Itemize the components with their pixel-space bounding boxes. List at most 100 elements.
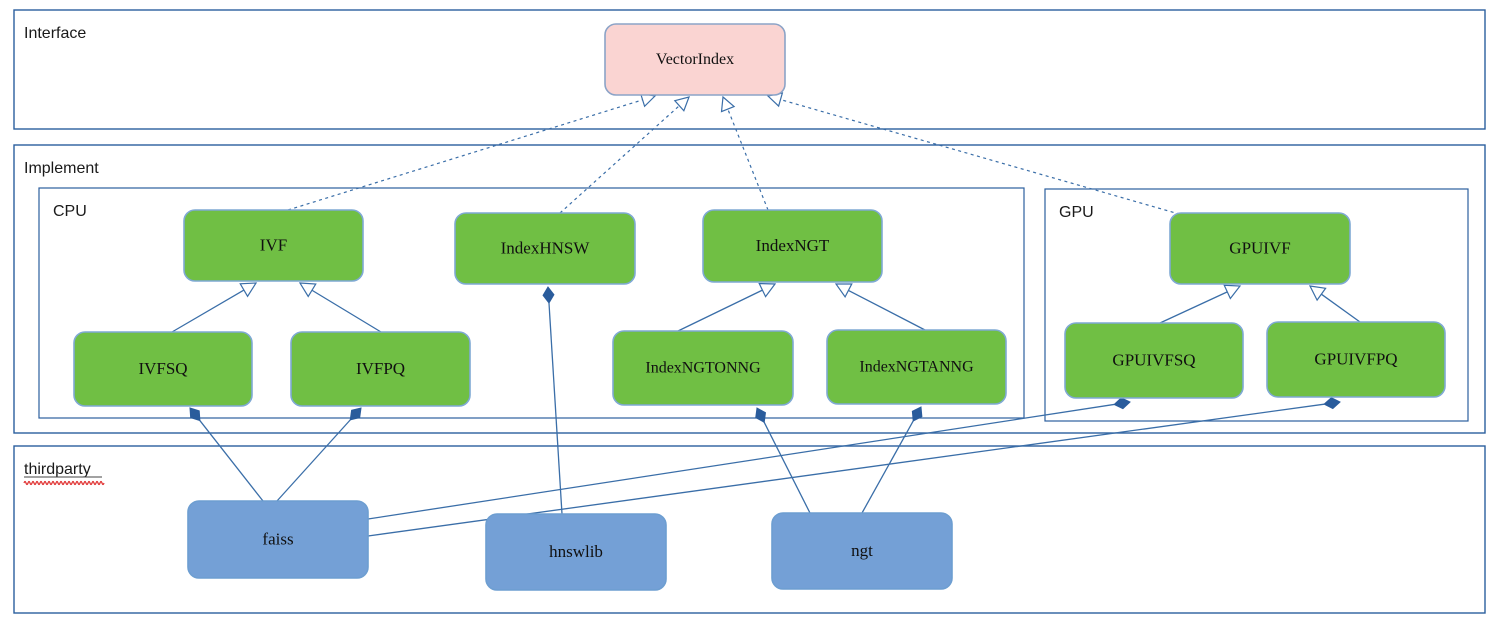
node-gpuivf[interactable]: GPUIVF (1169, 212, 1351, 285)
edge-line-ngt-indexngtonng (763, 421, 811, 514)
edge-line-hnswlib-indexhnsw (548, 302, 563, 515)
node-box-faiss[interactable] (187, 500, 369, 579)
node-box-vectorindex[interactable] (604, 23, 786, 96)
composition-diamond-icon-ngt-indexngtanng (911, 406, 923, 422)
edge-line-gpuivfpq-gpuivf (1320, 293, 1361, 323)
node-label-vectorindex: VectorIndex (656, 51, 734, 68)
generalization-arrowhead-icon-gpuivfpq-gpuivf (1308, 285, 1327, 302)
edge-line-indexngt-vectorindex (727, 108, 769, 211)
node-gpuivfsq[interactable]: GPUIVFSQ (1064, 322, 1244, 399)
node-faiss[interactable]: faiss (187, 500, 369, 579)
node-box-gpuivfpq[interactable] (1266, 321, 1446, 398)
node-label-ivfpq: IVFPQ (356, 359, 405, 378)
node-label-indexngtonng: IndexNGTONNG (645, 360, 761, 377)
edge-gpuivfsq-gpuivf (1159, 284, 1242, 324)
node-box-ivfpq[interactable] (290, 331, 471, 407)
composition-diamond-icon-ngt-indexngtonng (755, 407, 767, 424)
group-cpu: CPU (38, 187, 1025, 419)
node-ivfpq[interactable]: IVFPQ (290, 331, 471, 407)
edge-line-indexngtonng-indexngt (677, 289, 763, 332)
composition-diamond-icon-faiss-ivfpq (349, 407, 362, 421)
edge-faiss-ivfpq (276, 407, 362, 502)
group-label-interface: Interface (24, 25, 86, 42)
node-label-gpuivfsq: GPUIVFSQ (1112, 350, 1195, 369)
node-label-gpuivfpq: GPUIVFPQ (1314, 349, 1397, 368)
composition-diamond-icon-faiss-gpuivfpq (1323, 397, 1341, 410)
realization-arrowhead-icon-indexngt-vectorindex (720, 95, 736, 113)
node-hnswlib[interactable]: hnswlib (485, 513, 667, 591)
group-implement: Implement (13, 144, 1486, 434)
edge-indexngt-vectorindex (720, 95, 769, 211)
node-box-ngt[interactable] (771, 512, 953, 590)
node-box-gpuivfsq[interactable] (1064, 322, 1244, 399)
node-label-hnswlib: hnswlib (549, 542, 603, 561)
edge-line-faiss-gpuivfsq (367, 403, 1115, 520)
node-box-indexngt[interactable] (702, 209, 883, 283)
edge-indexhnsw-vectorindex (559, 96, 690, 214)
realization-arrowhead-icon-indexhnsw-vectorindex (673, 96, 690, 112)
group-border-gpu (1044, 188, 1469, 422)
edge-indexngtonng-indexngt (677, 282, 777, 332)
edge-indexngtanng-indexngt (834, 283, 926, 331)
node-label-ngt: ngt (851, 541, 873, 560)
node-box-ivfsq[interactable] (73, 331, 253, 407)
node-box-ivf[interactable] (183, 209, 364, 282)
group-label-implement: Implement (24, 160, 99, 177)
generalization-arrowhead-icon-ivfpq-ivf (298, 282, 317, 298)
generalization-arrowhead-icon-ivfsq-ivf (239, 282, 258, 298)
node-vectorindex[interactable]: VectorIndex (604, 23, 786, 96)
edge-gpuivfpq-gpuivf (1308, 285, 1361, 323)
node-box-indexhnsw[interactable] (454, 212, 636, 285)
group-label-cpu: CPU (53, 203, 87, 220)
edge-line-indexngtanng-indexngt (848, 289, 926, 331)
node-label-ivfsq: IVFSQ (138, 359, 187, 378)
generalization-arrowhead-icon-indexngtanng-indexngt (834, 283, 853, 299)
node-ivfsq[interactable]: IVFSQ (73, 331, 253, 407)
node-box-gpuivf[interactable] (1169, 212, 1351, 285)
group-label-thirdparty: thirdparty (24, 461, 91, 478)
node-label-indexngtanng: IndexNGTANNG (859, 359, 974, 376)
group-border-interface (13, 9, 1486, 130)
node-label-indexngt: IndexNGT (756, 236, 830, 255)
relationship-edges (171, 92, 1361, 537)
node-ivf[interactable]: IVF (183, 209, 364, 282)
node-box-hnswlib[interactable] (485, 513, 667, 591)
node-label-gpuivf: GPUIVF (1229, 238, 1290, 257)
edge-faiss-gpuivfsq (367, 397, 1131, 520)
edge-line-ivfpq-ivf (311, 289, 382, 333)
edge-ngt-indexngtonng (755, 407, 811, 514)
node-box-indexngtonng[interactable] (612, 330, 794, 406)
group-border-cpu (38, 187, 1025, 419)
composition-diamond-icon-faiss-gpuivfsq (1113, 397, 1131, 410)
node-indexngt[interactable]: IndexNGT (702, 209, 883, 283)
edge-line-faiss-ivfpq (276, 419, 351, 502)
node-box-indexngtanng[interactable] (826, 329, 1007, 405)
edge-line-indexhnsw-vectorindex (559, 105, 680, 214)
composition-diamond-icon-hnswlib-indexhnsw (542, 286, 555, 304)
spellcheck-squiggle-icon (23, 480, 105, 486)
generalization-arrowhead-icon-gpuivfsq-gpuivf (1223, 284, 1242, 300)
group-gpu: GPU (1044, 188, 1469, 422)
node-indexngtanng[interactable]: IndexNGTANNG (826, 329, 1007, 405)
node-label-indexhnsw: IndexHNSW (501, 238, 591, 257)
group-label-gpu: GPU (1059, 204, 1094, 221)
node-indexhnsw[interactable]: IndexHNSW (454, 212, 636, 285)
generalization-arrowhead-icon-indexngtonng-indexngt (758, 282, 777, 298)
group-interface: Interface (13, 9, 1486, 130)
node-indexngtonng[interactable]: IndexNGTONNG (612, 330, 794, 406)
composition-diamond-icon-faiss-ivfsq (189, 407, 201, 422)
node-ngt[interactable]: ngt (771, 512, 953, 590)
edge-line-ngt-indexngtanng (861, 420, 914, 514)
node-gpuivfpq[interactable]: GPUIVFPQ (1266, 321, 1446, 398)
edge-line-gpuivfsq-gpuivf (1159, 291, 1228, 324)
edge-hnswlib-indexhnsw (542, 286, 563, 515)
edge-line-faiss-ivfsq (199, 420, 264, 502)
edge-ivfsq-ivf (171, 282, 258, 333)
edge-ivf-vectorindex (287, 92, 657, 211)
edge-line-ivf-vectorindex (287, 99, 643, 211)
node-label-ivf: IVF (260, 235, 287, 254)
